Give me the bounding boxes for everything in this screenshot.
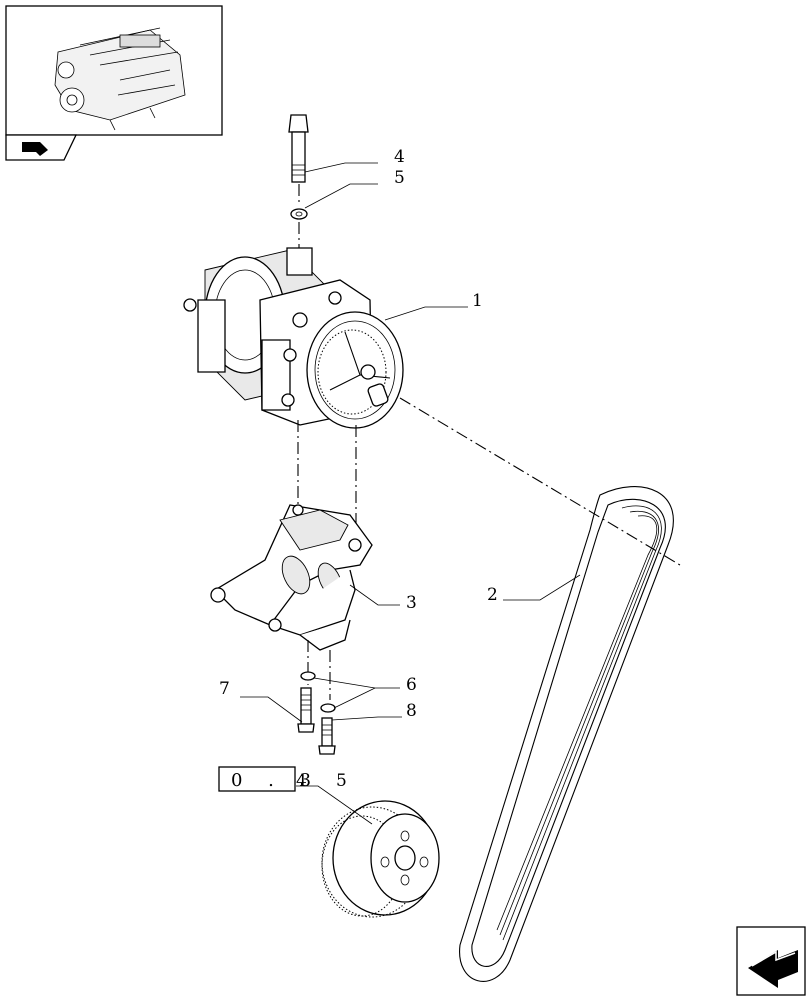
callout-7: 7: [219, 679, 230, 699]
reference-box-text: 0 . 3: [231, 770, 321, 791]
callout-3: 3: [406, 593, 417, 613]
screw-part-8: [318, 717, 336, 755]
reference-suffix-5: 5: [336, 771, 347, 791]
reference-box[interactable]: 0 . 3: [218, 766, 321, 792]
pulley-part: [321, 800, 440, 918]
callout-2: 2: [487, 585, 498, 605]
washer-part-5: [290, 208, 308, 220]
arrow-tab-icon[interactable]: [5, 134, 78, 161]
screw-part-7: [297, 687, 315, 733]
callout-8: 8: [406, 701, 417, 721]
bolt-part-4: [288, 114, 309, 183]
callout-5: 5: [394, 168, 405, 188]
callout-4: 4: [394, 147, 405, 167]
compressor-part-1: [183, 247, 404, 429]
callout-1: 1: [472, 291, 483, 311]
reference-suffix-4: 4: [296, 771, 307, 791]
engine-thumbnail[interactable]: [5, 5, 223, 136]
belt-part-2: [459, 486, 674, 982]
washer-part-6: [300, 671, 336, 713]
callout-6: 6: [406, 675, 417, 695]
next-page-arrow-icon[interactable]: [736, 926, 806, 996]
leader-lines: [240, 162, 581, 825]
bracket-part-3: [210, 504, 373, 651]
